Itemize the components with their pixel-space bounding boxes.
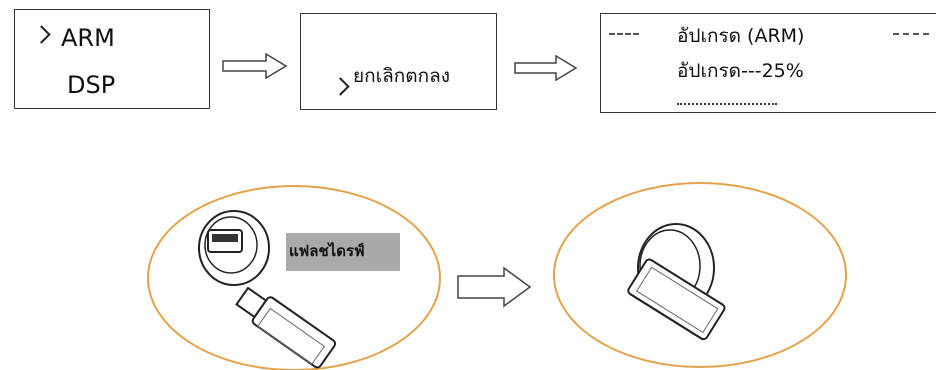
title-dash-left	[609, 33, 639, 35]
right-oval	[553, 182, 847, 368]
arrow-right-icon	[222, 53, 288, 79]
arrow-right-icon	[457, 266, 532, 308]
menu-item-dsp[interactable]: DSP	[67, 71, 116, 99]
usb-port-icon	[198, 210, 270, 286]
menu-screen: ARM DSP	[14, 9, 210, 109]
upgrade-screen: อัปเกรด (ARM) อัปเกรด---25%	[600, 13, 936, 113]
usb-label-box	[286, 233, 400, 271]
confirm-option[interactable]: ยกเลิกตกลง	[353, 65, 451, 87]
upgrade-title: อัปเกรด (ARM)	[677, 25, 805, 47]
usb-drive-inserted-icon	[627, 258, 726, 341]
arrow-right-icon	[514, 55, 578, 81]
upgrade-progress-text: อัปเกรด---25%	[677, 60, 804, 82]
confirm-screen: ยกเลิกตกลง	[300, 13, 497, 110]
left-oval	[147, 185, 441, 370]
progress-bar-edge	[677, 100, 777, 106]
usb-drive-icon	[235, 286, 337, 369]
menu-item-arm[interactable]: ARM	[61, 24, 115, 52]
usb-label: แฟลชไดรฟ์	[289, 242, 365, 260]
title-dash-right	[893, 33, 929, 35]
